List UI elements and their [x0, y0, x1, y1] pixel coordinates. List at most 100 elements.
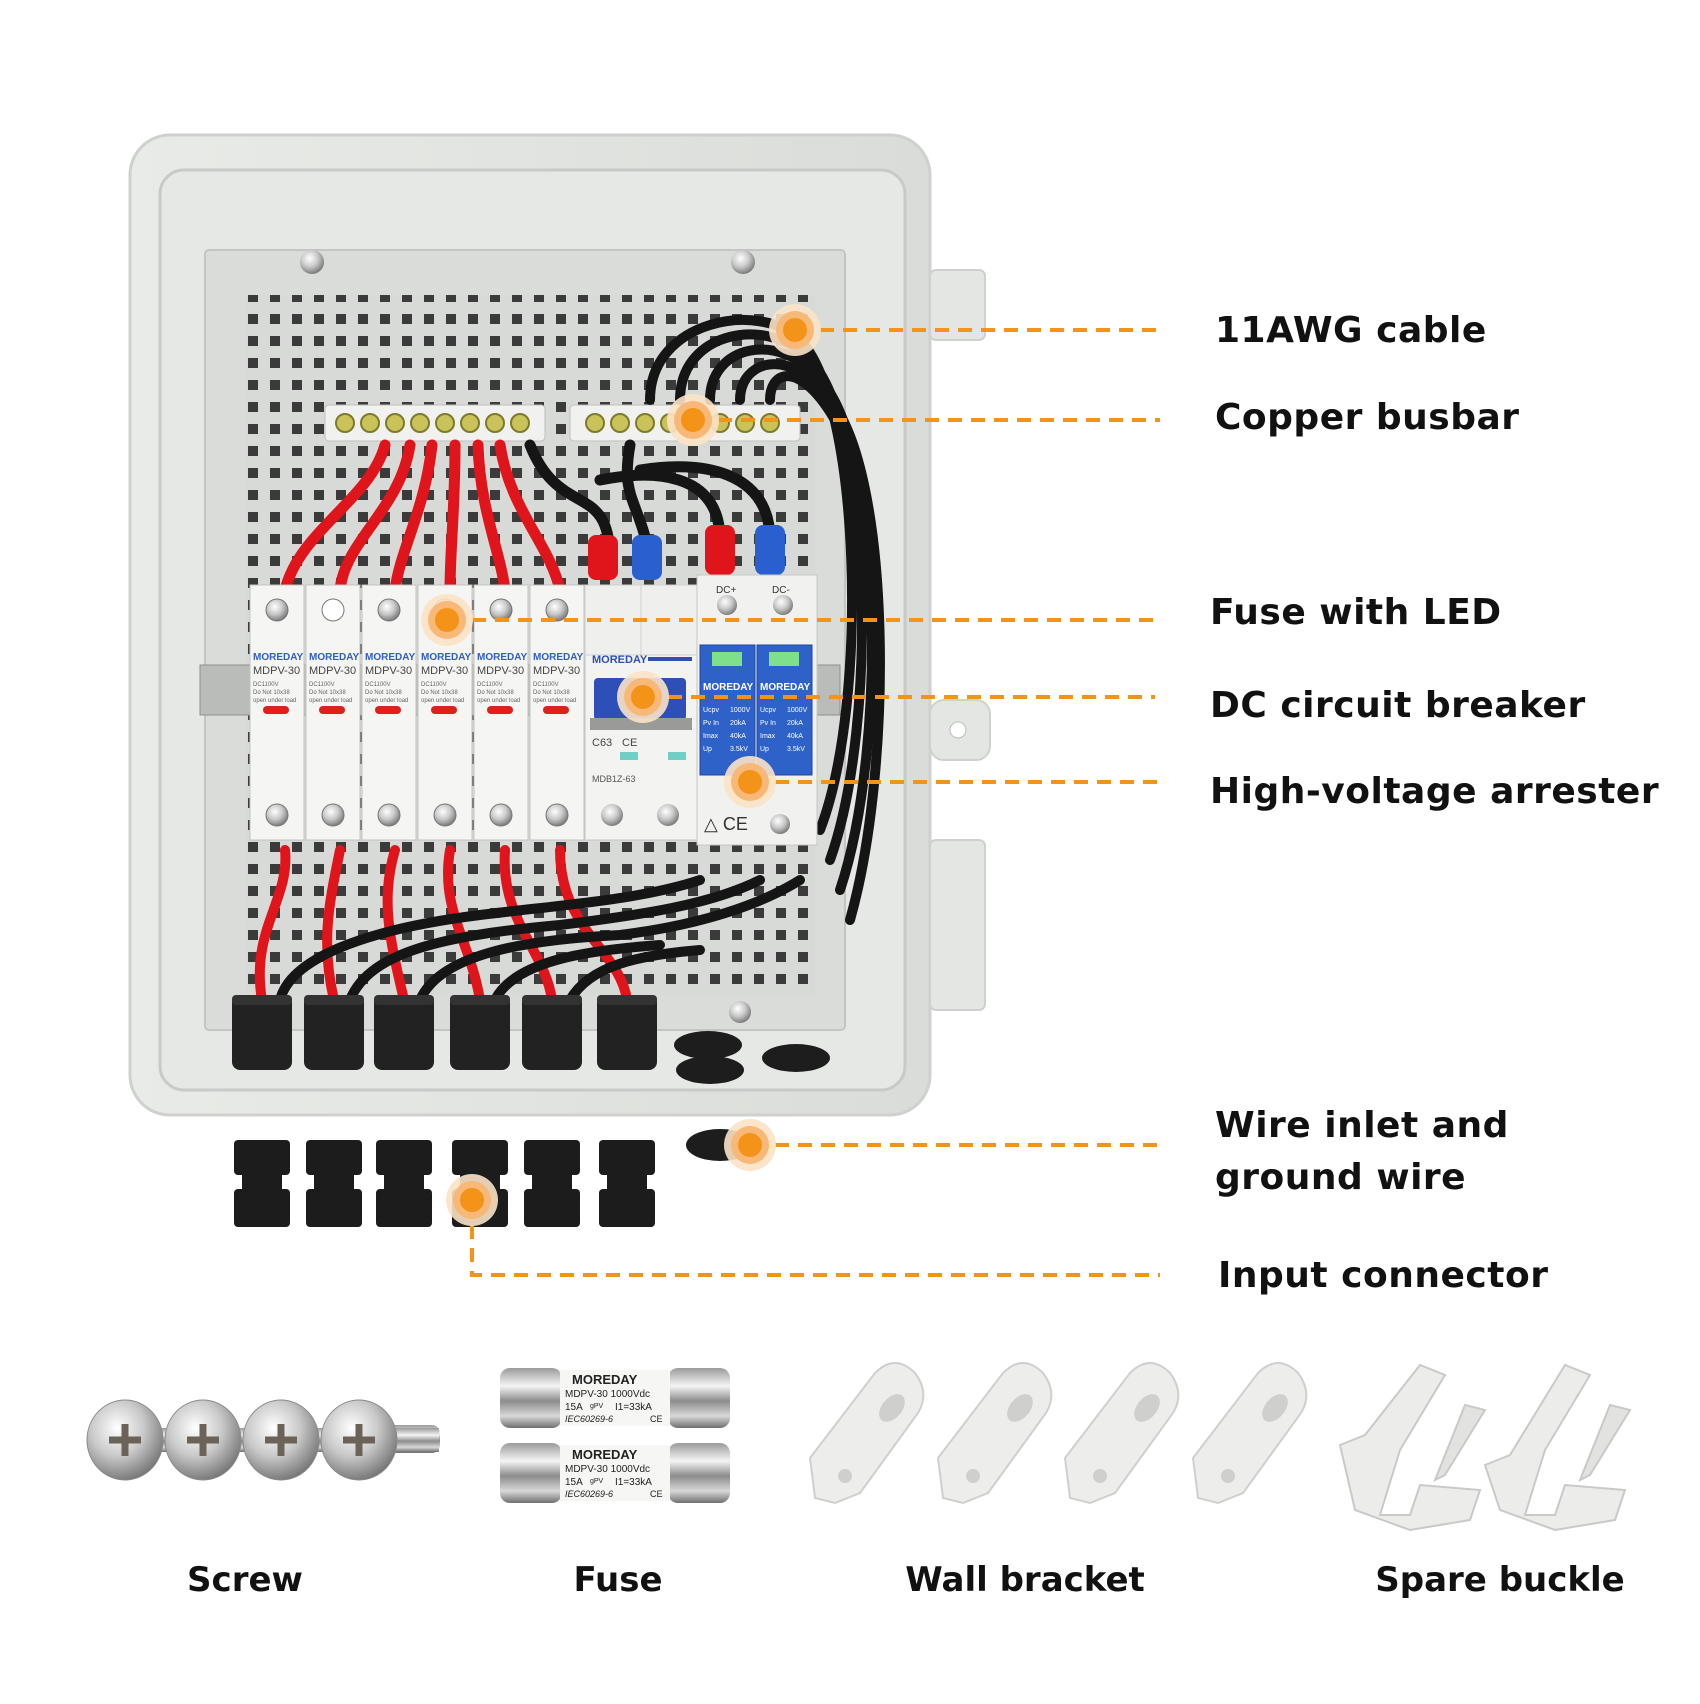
arrester-spec-key: Up — [703, 746, 712, 753]
fuse-holder-model: MDPV-30 — [309, 665, 356, 677]
gland-nut — [674, 1031, 742, 1059]
arrester-brand: MOREDAY — [703, 682, 754, 693]
fuse-holder-warning: Do Not 10x38 — [365, 690, 402, 696]
arrester-spec-key: Up — [760, 746, 769, 753]
accessory-label-fuse: Fuse — [573, 1560, 663, 1600]
fuse-holder-rating: DC1100V — [477, 682, 503, 688]
fuse-brand: MOREDAY — [572, 1447, 638, 1462]
callout-marker-dot — [631, 685, 655, 709]
screw-icon — [433, 803, 457, 827]
busbar-screw-icon — [735, 413, 755, 433]
fuse-holder-brand: MOREDAY — [421, 652, 472, 663]
gland-nut — [762, 1044, 830, 1072]
accessory-buckles — [1338, 1363, 1632, 1532]
wall-bracket-icon — [1191, 1362, 1308, 1505]
busbar-screw-icon — [335, 413, 355, 433]
fuse-holder-brand: MOREDAY — [533, 652, 584, 663]
fuse-holder-warning: Do Not 10x38 — [309, 690, 346, 696]
arrester-spec-value: 3.5kV — [730, 746, 748, 753]
callout-label-breaker: DC circuit breaker — [1210, 685, 1586, 726]
accessory-label-screw: Screw — [187, 1560, 303, 1600]
arrester-module-body — [756, 644, 813, 776]
arrester-spec-key: Pv In — [760, 720, 776, 727]
connector-top — [599, 1140, 655, 1175]
fuse-led-indicator — [543, 706, 569, 714]
terminal-dc-plus: DC+ — [716, 585, 736, 596]
fuse-holder-model: MDPV-30 — [365, 665, 412, 677]
screw-icon — [489, 598, 513, 622]
fuse-holder-warning: open under load — [365, 698, 408, 704]
bracket-hole — [1221, 1469, 1235, 1483]
bracket-hole — [1093, 1469, 1107, 1483]
fuse-brand: MOREDAY — [572, 1372, 638, 1387]
busbar-screw-icon — [435, 413, 455, 433]
input-connector — [524, 1140, 580, 1227]
breaker-brand: MOREDAY — [592, 654, 648, 666]
arrester-module-body — [699, 644, 756, 776]
bracket-body — [808, 1362, 925, 1505]
screw-icon — [377, 598, 401, 622]
screw-icon — [717, 595, 737, 615]
connector-waist — [242, 1175, 282, 1189]
arrester-spec-key: Imax — [703, 733, 719, 740]
callout-layer — [421, 304, 1160, 1277]
arrester-spec-key: Imax — [760, 733, 776, 740]
cable-glands — [232, 995, 657, 1070]
bracket-slot — [1262, 1394, 1288, 1422]
fuse-breaking: I1=33kA — [615, 1477, 652, 1488]
fuse-led-indicator — [319, 706, 345, 714]
arrester-spec-value: 1000V — [787, 707, 808, 714]
fuse-cap — [500, 1368, 562, 1428]
cable-gland — [374, 995, 434, 1070]
fuse-holder-warning: Do Not 10x38 — [477, 690, 514, 696]
busbar-screw-icon — [610, 413, 630, 433]
fuse-led-indicator — [431, 706, 457, 714]
connector-waist — [607, 1175, 647, 1189]
bracket-body — [1191, 1362, 1308, 1505]
fuse-ce-mark: CE — [650, 1414, 663, 1424]
connector-bottom — [234, 1189, 290, 1227]
screw-icon — [545, 803, 569, 827]
fuse-holder-rating: DC1100V — [253, 682, 279, 688]
callout-marker-dot — [738, 770, 762, 794]
bracket-hole — [838, 1469, 852, 1483]
callout-label-busbar: Copper busbar — [1215, 397, 1520, 438]
cable-gland-cap — [374, 995, 434, 1005]
connector-waist — [314, 1175, 354, 1189]
fuse-breaking: I1=33kA — [615, 1402, 652, 1413]
phillips-slot-icon — [265, 1424, 297, 1456]
fuse-body — [560, 1370, 670, 1426]
fuse-amps: 15A — [565, 1402, 583, 1413]
bracket-body — [1063, 1362, 1180, 1505]
fuse-standard: IEC60269-6 — [565, 1489, 613, 1499]
arrester-status-window — [769, 652, 799, 666]
fuse-holder-warning: open under load — [533, 698, 576, 704]
busbar-screw-icon — [635, 413, 655, 433]
screw-icon — [731, 250, 755, 274]
callout-marker-dot — [783, 318, 807, 342]
cable-gland-cap — [597, 995, 657, 1005]
connector-bottom — [599, 1189, 655, 1227]
fuse-holder-model: MDPV-30 — [477, 665, 524, 677]
breaker-mark: CE — [622, 737, 637, 749]
cable-gland-cap — [522, 995, 582, 1005]
busbar-screw-icon — [460, 413, 480, 433]
fuse-holder-warning: open under load — [421, 698, 464, 704]
hinge — [929, 839, 986, 1011]
arrester-spec-key: Ucpv — [760, 707, 776, 714]
arrester-spec-value: 3.5kV — [787, 746, 805, 753]
hinge — [929, 269, 986, 341]
fuse-class: gPV — [590, 1403, 604, 1410]
arrester-spec-value: 1000V — [730, 707, 751, 714]
callout-marker-dot — [460, 1188, 484, 1212]
bracket-slot — [879, 1394, 905, 1422]
callout-label-input-connector: Input connector — [1218, 1255, 1549, 1296]
fuse-holder-brand: MOREDAY — [309, 652, 360, 663]
